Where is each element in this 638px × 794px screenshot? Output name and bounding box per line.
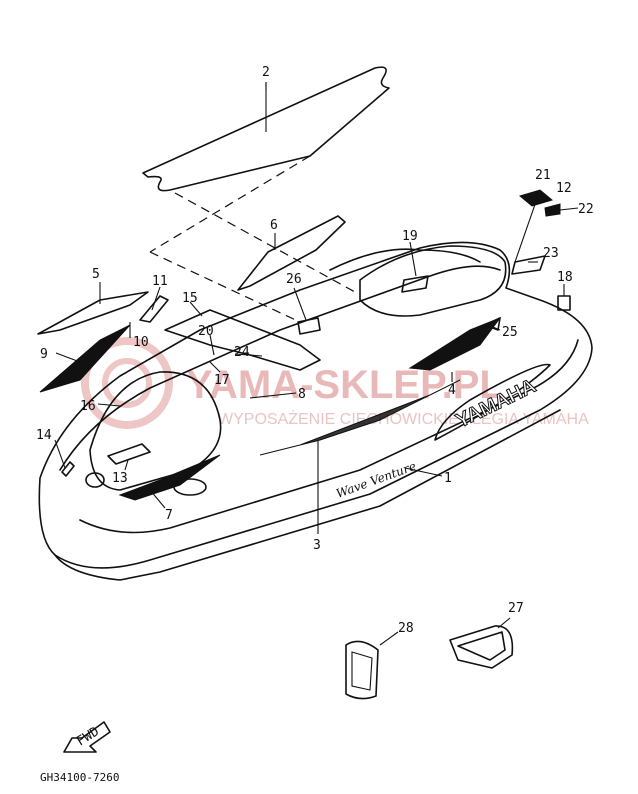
decal-23	[511, 255, 546, 275]
watermark-title: YAMA-SKLEP.PL	[186, 363, 504, 407]
part-label-26: 26	[286, 272, 302, 287]
decal-18	[557, 295, 571, 311]
decal-26	[297, 317, 321, 335]
part-label-4: 4	[448, 383, 456, 398]
part-label-27: 27	[508, 601, 524, 616]
part-labels: 2 6 19 21 12 22 23 18 25 4 1 3 26 5 11 1…	[36, 65, 594, 636]
part-label-12: 12	[556, 181, 572, 196]
part-label-15: 15	[182, 291, 198, 306]
decal-22	[544, 203, 561, 217]
part-label-7: 7	[165, 508, 173, 523]
decal-14	[61, 461, 75, 477]
watermark-subtitle: WYPOSAŻENIE CIECHOWICKIE | LEGIA YAMAHA	[218, 409, 589, 428]
part-27	[449, 617, 514, 669]
part-label-16: 16	[80, 399, 96, 414]
part-label-19: 19	[402, 229, 418, 244]
part-label-28: 28	[398, 621, 414, 636]
part-label-18: 18	[557, 270, 573, 285]
projection-line	[149, 155, 311, 253]
decal-6	[237, 215, 346, 291]
part-label-6: 6	[270, 218, 278, 233]
drawing-code: GH34100-7260	[40, 771, 119, 784]
part-label-24: 24	[234, 345, 250, 360]
part-label-23: 23	[543, 246, 559, 261]
part-label-13: 13	[112, 471, 128, 486]
part-28	[345, 631, 399, 700]
part-label-14: 14	[36, 428, 52, 443]
decal-11	[139, 295, 169, 323]
part-label-11: 11	[152, 274, 168, 289]
part-label-5: 5	[92, 267, 100, 282]
part-label-22: 22	[578, 202, 594, 217]
part-label-17: 17	[214, 373, 230, 388]
forward-arrow-icon: FWD	[63, 721, 111, 753]
part-label-2: 2	[262, 65, 270, 80]
decal-13	[107, 443, 151, 465]
part-label-9: 9	[40, 347, 48, 362]
decal-5	[37, 291, 149, 335]
part-label-8: 8	[298, 387, 306, 402]
part-label-21: 21	[535, 168, 551, 183]
part-label-25: 25	[502, 325, 518, 340]
watermark-logo	[81, 337, 173, 429]
decal-21	[518, 189, 554, 207]
part-label-1: 1	[444, 471, 452, 486]
leader-lines	[54, 82, 579, 534]
decal-19	[401, 275, 429, 293]
direction-label: FWD	[74, 724, 102, 749]
part-label-10: 10	[133, 335, 149, 350]
hull-script: Wave Venture	[334, 459, 418, 501]
decal-25	[484, 317, 501, 331]
part-label-3: 3	[313, 538, 321, 553]
part-label-20: 20	[198, 324, 214, 339]
